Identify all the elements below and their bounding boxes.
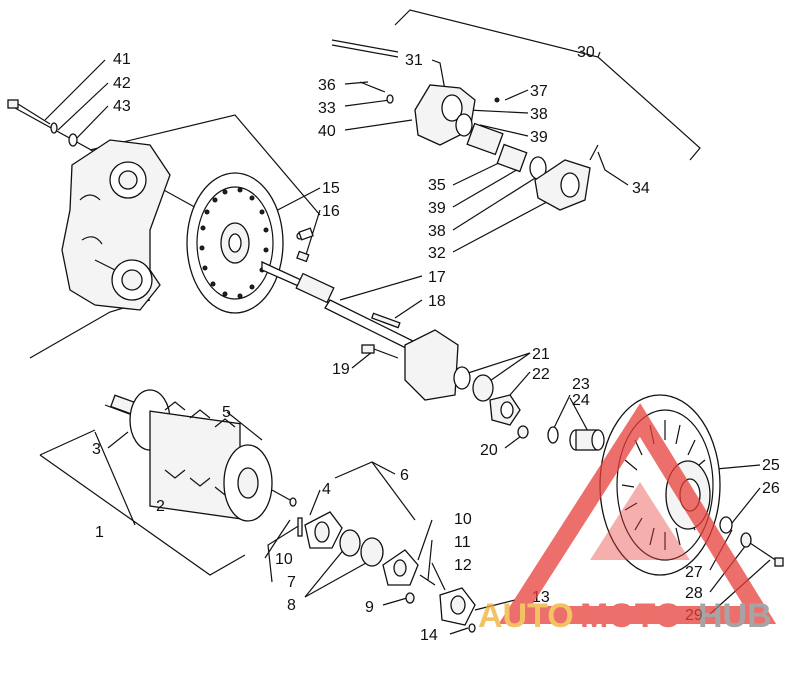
callout-30: 30: [577, 44, 595, 61]
callout-19: 19: [332, 361, 350, 378]
callout-25: 25: [762, 457, 780, 474]
callout-32: 32: [428, 245, 446, 262]
callout-43: 43: [113, 98, 131, 115]
callout-38: 38: [530, 106, 548, 123]
callout-28: 28: [685, 585, 703, 602]
callout-39b: 39: [428, 200, 446, 217]
key: [370, 312, 401, 329]
callout-33: 33: [318, 100, 336, 117]
callout-4: 4: [322, 481, 331, 498]
bearing-housing: [361, 329, 529, 439]
callout-6: 6: [400, 467, 409, 484]
callout-22: 22: [532, 366, 550, 383]
drive-clutch: [104, 389, 297, 522]
callout-20: 20: [480, 442, 498, 459]
callout-11: 11: [454, 534, 471, 551]
callout-9: 9: [365, 599, 374, 616]
callout-40: 40: [318, 123, 336, 140]
watermark-hub: HUB: [698, 597, 772, 635]
callout-17: 17: [428, 269, 446, 286]
watermark-logo: AUTO MOTO HUB: [478, 403, 777, 635]
callout-14: 14: [420, 627, 438, 644]
callout-10: 10: [275, 551, 293, 568]
callout-27: 27: [685, 564, 703, 581]
callout-24: 24: [572, 392, 590, 409]
callout-16: 16: [322, 203, 340, 220]
callout-38b: 38: [428, 223, 446, 240]
callout-31: 31: [405, 52, 423, 69]
callout-5: 5: [222, 404, 231, 421]
jackshaft: [261, 250, 416, 351]
callout-35: 35: [428, 177, 446, 194]
engine-case: [61, 139, 171, 311]
callout-37: 37: [530, 83, 548, 100]
callout-12: 12: [454, 557, 472, 574]
bearing-kit: [297, 511, 476, 633]
callout-7: 7: [287, 574, 296, 591]
callout-21: 21: [532, 346, 550, 363]
callout-18: 18: [428, 293, 446, 310]
callout-23: 23: [572, 376, 590, 393]
brake-disc: [186, 172, 284, 314]
callout-41: 41: [113, 51, 131, 68]
callout-8: 8: [287, 597, 296, 614]
brake-caliper: [296, 39, 599, 241]
callout-labels: 41 42 43 36 33 40 31 30 37 38 39 35 39 3…: [92, 44, 780, 644]
callout-3: 3: [92, 441, 101, 458]
driven-hardware: [719, 516, 784, 567]
callout-26: 26: [762, 480, 780, 497]
callout-10b: 10: [454, 511, 472, 528]
callout-1: 1: [95, 524, 104, 541]
callout-42: 42: [113, 75, 131, 92]
triangle-logo-icon: [498, 403, 777, 624]
callout-15: 15: [322, 180, 340, 197]
spacer-24: [569, 429, 605, 451]
callout-36: 36: [318, 77, 336, 94]
callout-39: 39: [530, 129, 548, 146]
bolt-41: [7, 99, 78, 147]
watermark-moto: MOTO: [580, 597, 681, 635]
washer-23: [547, 426, 559, 444]
callout-2: 2: [156, 498, 165, 515]
callout-34: 34: [632, 180, 650, 197]
watermark-auto: AUTO: [478, 597, 574, 635]
